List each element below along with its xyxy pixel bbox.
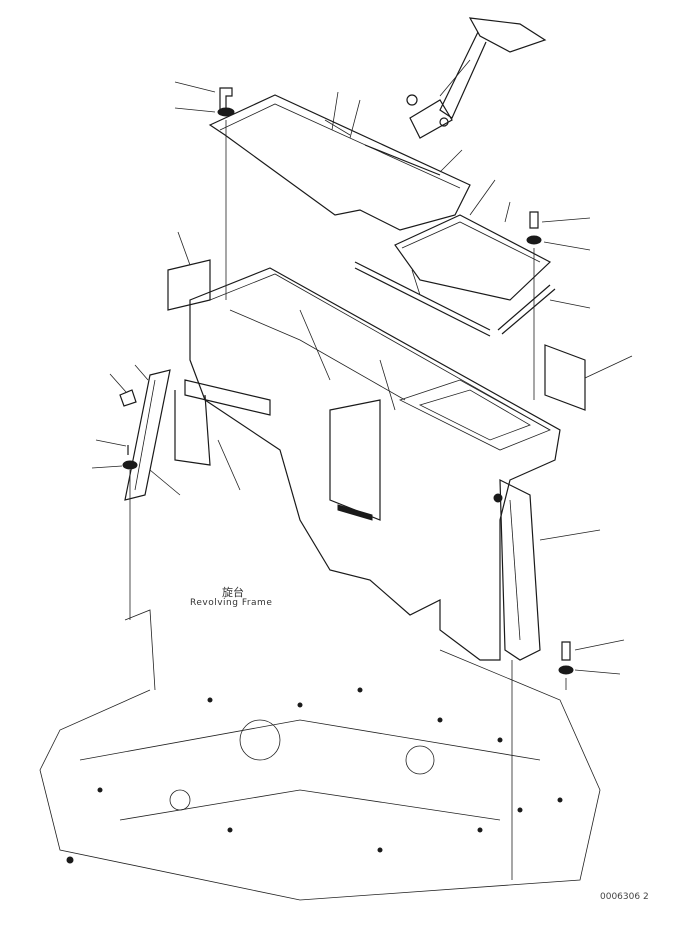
right-cover-plate (394, 214, 552, 301)
lever-pedal-assembly (406, 17, 547, 139)
revolving-frame-japanese-label: 旋台 (222, 586, 244, 599)
callout-leaders (91, 81, 633, 675)
main-frame-body (167, 259, 586, 661)
alignment-lines (129, 120, 567, 880)
left-strap (124, 369, 171, 501)
rods (354, 261, 556, 337)
revolving-frame-english-label: Revolving Frame (190, 598, 273, 608)
bolts (119, 87, 574, 675)
top-cover-plate (208, 94, 471, 231)
revolving-frame-outline (39, 609, 601, 901)
figure-code: 0006306 2 (600, 892, 649, 902)
